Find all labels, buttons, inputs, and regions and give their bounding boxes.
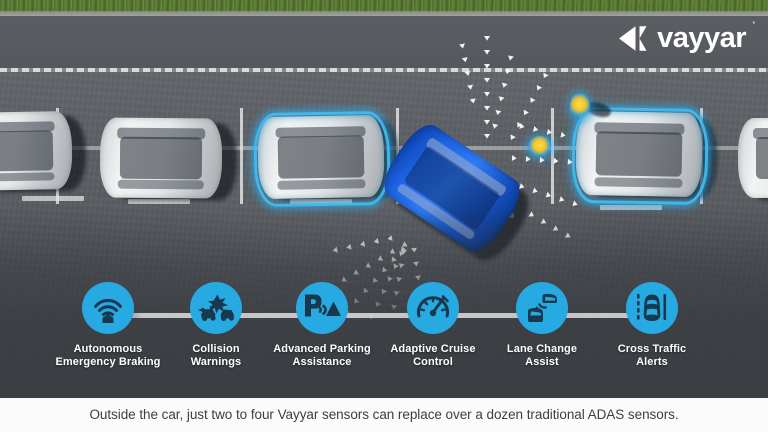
- cross-traffic-icon: [637, 294, 667, 321]
- bay-line: [240, 108, 243, 204]
- feature-label: Lane Change Assist: [506, 343, 578, 368]
- feature-label: Adaptive Cruise Control: [390, 343, 476, 368]
- detection-marker-ground: [528, 136, 552, 158]
- caption-bar: Outside the car, just two to four Vayyar…: [0, 398, 768, 432]
- emergency-braking-icon: [94, 299, 122, 323]
- lane-divider-line: [0, 68, 768, 72]
- grass-strip: [0, 0, 768, 17]
- feature-label: Cross Traffic Alerts: [617, 343, 687, 368]
- vayyar-wordmark-text: vayyar: [657, 22, 746, 54]
- parking-assistance-icon: [305, 294, 341, 317]
- pedestrian-detected: [570, 93, 590, 120]
- feature-connector-line: [108, 313, 668, 318]
- feature-cross-traffic-alerts[interactable]: Cross Traffic Alerts: [588, 282, 716, 369]
- feature-icon-circle: [626, 282, 678, 334]
- feature-lane-change-assist[interactable]: Lane Change Assist: [478, 282, 606, 369]
- vayyar-logo: vayyar ˚: [618, 22, 755, 54]
- windshield: [753, 128, 768, 139]
- bay-stop-marker: [290, 199, 352, 204]
- feature-strip: Autonomous Emergency Braking Collision W…: [0, 282, 768, 382]
- vehicle-parked-right-2: [738, 118, 768, 200]
- feature-icon-circle: [82, 282, 134, 334]
- feature-autonomous-emergency-braking[interactable]: Autonomous Emergency Braking: [44, 282, 172, 369]
- feature-advanced-parking-assistance[interactable]: Advanced Parking Assistance: [258, 282, 386, 369]
- vayyar-triangle-mark: [619, 26, 647, 51]
- vayyar-wordmark: vayyar ˚: [657, 22, 755, 54]
- feature-icon-circle: [516, 282, 568, 334]
- feature-adaptive-cruise-control[interactable]: Adaptive Cruise Control: [369, 282, 497, 369]
- feature-label: Collision Warnings: [190, 343, 242, 368]
- bay-stop-marker: [128, 199, 190, 204]
- bay-line: [551, 108, 554, 204]
- vehicle-body: [738, 118, 768, 198]
- lane-change-icon: [528, 293, 557, 322]
- bay-stop-marker: [22, 196, 84, 201]
- feature-icon-circle: [296, 282, 348, 334]
- feature-label: Autonomous Emergency Braking: [55, 343, 161, 368]
- feature-icon-circle: [407, 282, 459, 334]
- feature-icon-circle: [190, 282, 242, 334]
- feature-collision-warnings[interactable]: Collision Warnings: [152, 282, 280, 369]
- roof-panel: [755, 137, 768, 179]
- feature-label: Advanced Parking Assistance: [273, 343, 371, 368]
- collision-warning-icon: [198, 294, 234, 321]
- trademark-symbol: ˚: [752, 21, 756, 31]
- speedometer-icon: [417, 295, 449, 318]
- caption-text: Outside the car, just two to four Vayyar…: [89, 407, 679, 422]
